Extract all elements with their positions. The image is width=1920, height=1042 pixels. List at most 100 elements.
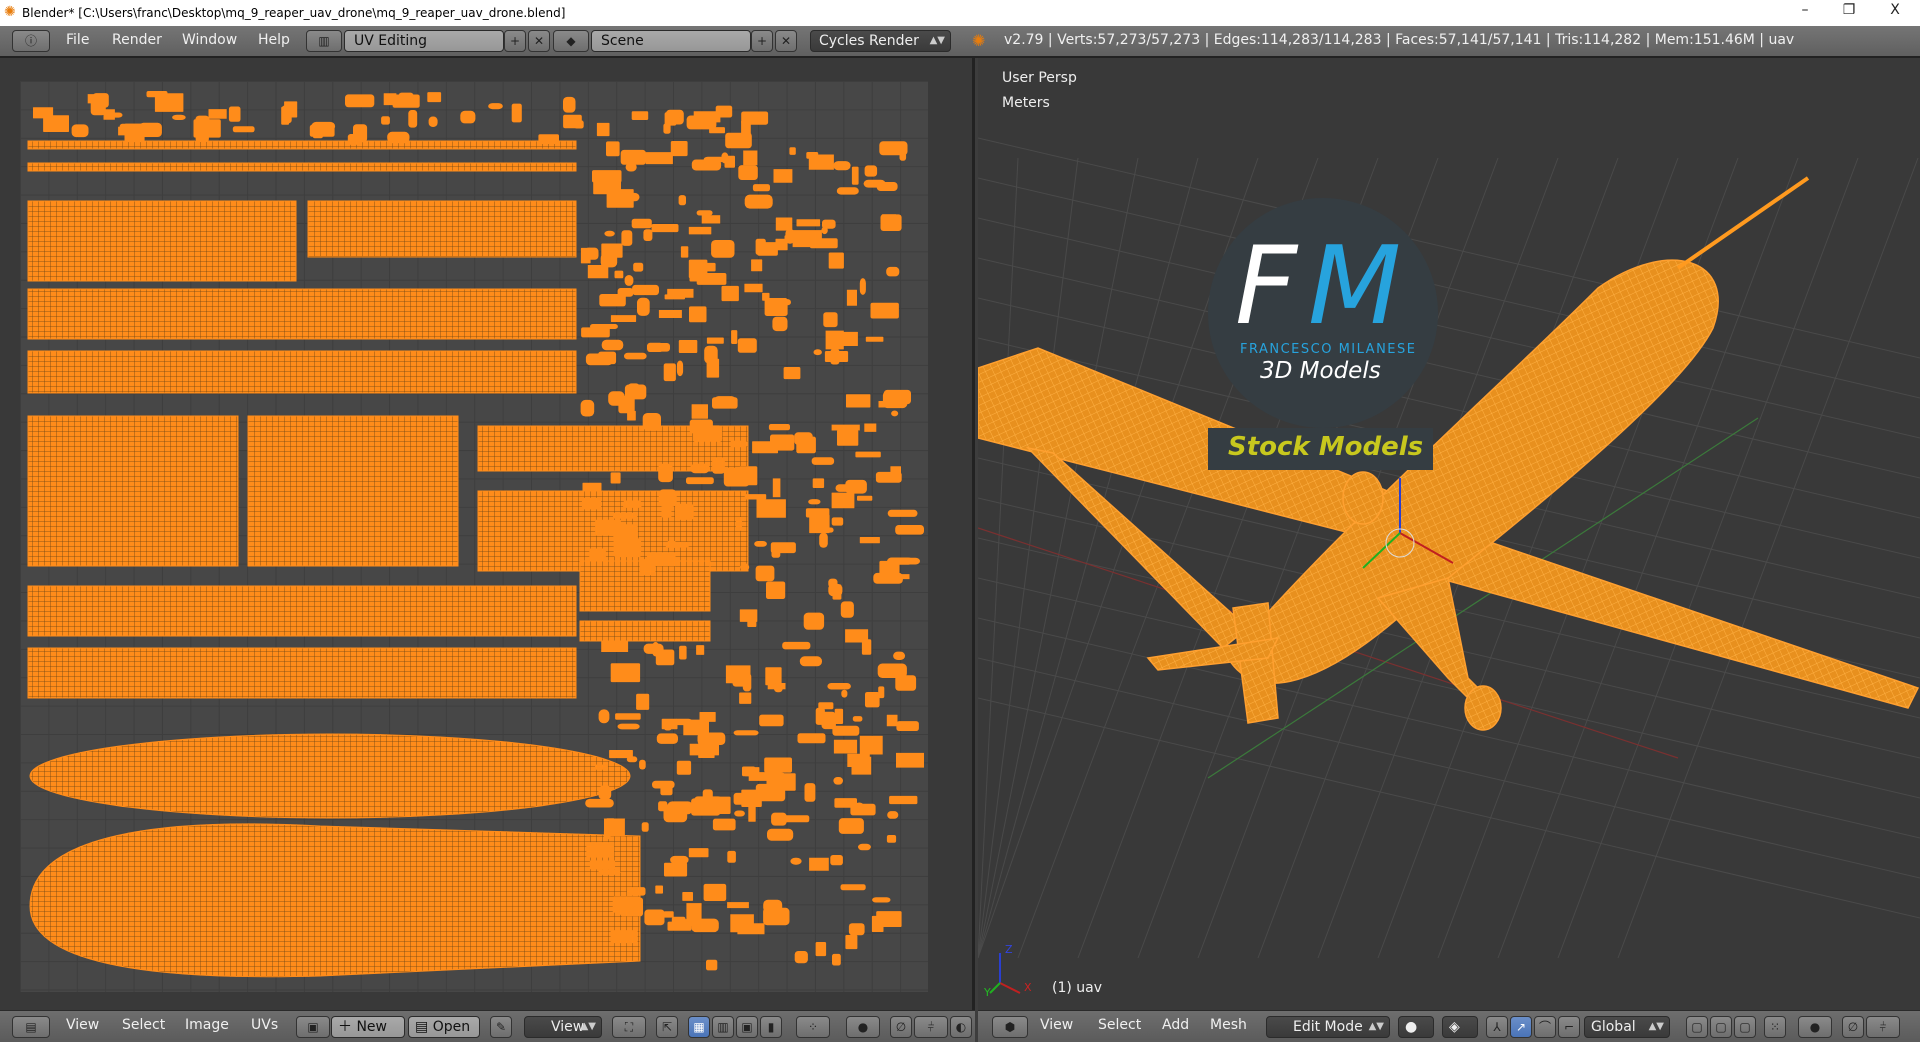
scale-manipulator-icon[interactable]: ⌐ <box>1558 1016 1580 1038</box>
uv-island <box>743 150 758 166</box>
layout-selector[interactable]: UV Editing <box>344 30 504 52</box>
uv-island <box>103 109 115 120</box>
view3d-menu-select[interactable]: Select <box>1098 1017 1142 1033</box>
orientation-dropdown[interactable]: Global▲▼ <box>1584 1016 1670 1038</box>
uv-island <box>27 200 297 282</box>
edge-select-icon[interactable]: ▥ <box>712 1016 734 1038</box>
pivot-dropdown[interactable]: ◈ <box>1442 1016 1478 1038</box>
rotate-manipulator-icon[interactable]: ⌒ <box>1534 1016 1556 1038</box>
uv-island <box>766 581 786 599</box>
uv-island <box>771 299 791 306</box>
face-select-icon[interactable]: ▢ <box>1734 1016 1756 1038</box>
uv-island <box>383 93 397 106</box>
uv-island <box>857 495 873 501</box>
editor-type-icon[interactable]: ▤ <box>12 1016 50 1038</box>
menu-window[interactable]: Window <box>182 32 238 48</box>
grid-line <box>978 297 1920 519</box>
snap-icon[interactable]: ∅ <box>890 1016 912 1038</box>
uv-island <box>808 499 821 505</box>
uv-island <box>889 795 918 805</box>
snap-element-icon[interactable]: ⫩ <box>914 1016 948 1038</box>
view3d-menu-add[interactable]: Add <box>1162 1017 1190 1033</box>
updown-icon: ▲▼ <box>929 35 945 46</box>
scene-icon[interactable]: ◆ <box>553 30 589 52</box>
uv-island <box>819 532 828 548</box>
uv-island <box>488 103 503 110</box>
uv-island <box>644 909 665 926</box>
view-mode-dropdown[interactable]: View▲▼ <box>524 1016 602 1038</box>
menu-file[interactable]: File <box>66 32 90 48</box>
translate-manipulator-icon[interactable]: ↗ <box>1510 1016 1532 1038</box>
view3d-menu-view[interactable]: View <box>1040 1017 1074 1033</box>
uv-island <box>831 424 860 431</box>
image-browse-icon[interactable]: ▣ <box>296 1016 330 1038</box>
snap-icon[interactable]: ∅ <box>1842 1016 1864 1038</box>
remove-layout-icon[interactable]: ✕ <box>528 30 550 52</box>
axis-y-label: Y <box>984 986 991 999</box>
uv-island <box>812 478 825 488</box>
uv-canvas[interactable] <box>20 81 928 992</box>
add-layout-icon[interactable]: + <box>504 30 526 52</box>
render-engine-dropdown[interactable]: Cycles Render▲▼ <box>810 30 951 52</box>
uv-island <box>689 419 713 434</box>
minimize-button[interactable]: – <box>1801 2 1809 18</box>
channel-icon[interactable]: ◐ <box>950 1016 972 1038</box>
vertex-select-icon[interactable]: ▢ <box>1686 1016 1708 1038</box>
menu-render[interactable]: Render <box>112 32 162 48</box>
info-editor-type-icon[interactable]: ⓘ <box>12 30 50 52</box>
uv-island <box>848 923 865 936</box>
manipulator-toggle-icon[interactable]: ⅄ <box>1486 1016 1508 1038</box>
pin-icon[interactable]: ✎ <box>490 1016 512 1038</box>
add-scene-icon[interactable]: + <box>751 30 773 52</box>
3d-viewport[interactable]: User Persp Meters F M FRANCESCO MILANESE… <box>978 58 1920 1010</box>
uv-menu-uvs[interactable]: UVs <box>251 1017 279 1033</box>
uv-island <box>859 278 866 295</box>
uv-island <box>27 585 577 637</box>
solid-shading-icon: ● <box>1405 1019 1418 1035</box>
uv-image-editor[interactable] <box>0 58 975 1010</box>
proportional-edit-icon[interactable]: ● <box>846 1016 880 1038</box>
shading-dropdown[interactable]: ● <box>1398 1016 1434 1038</box>
remove-scene-icon[interactable]: ✕ <box>775 30 797 52</box>
island-select-icon[interactable]: ▮ <box>760 1016 782 1038</box>
sync-selection-icon[interactable]: ⇱ <box>656 1016 678 1038</box>
occlude-geometry-icon[interactable]: ⁙ <box>1764 1016 1786 1038</box>
uv-island <box>877 663 907 678</box>
uv-island <box>837 430 859 446</box>
open-image-button[interactable]: ▤ Open <box>408 1016 480 1038</box>
uv-menu-view[interactable]: View <box>66 1017 100 1033</box>
layout-icon[interactable]: ▥ <box>306 30 342 52</box>
blender-logo-icon: ✺ <box>4 4 16 20</box>
uv-island <box>581 497 601 510</box>
proportional-edit-icon[interactable]: ● <box>1798 1016 1832 1038</box>
uv-island <box>675 503 694 520</box>
view3d-menu-mesh[interactable]: Mesh <box>1210 1017 1247 1033</box>
snap-element-icon[interactable]: ⫩ <box>1866 1016 1900 1038</box>
uv-island <box>823 312 838 328</box>
uv-island <box>830 855 843 866</box>
pivot-icon[interactable]: ⛶ <box>612 1016 646 1038</box>
new-image-button[interactable]: ＋ New <box>331 1016 405 1038</box>
mode-dropdown[interactable]: Edit Mode▲▼ <box>1266 1016 1390 1038</box>
uv-island <box>29 733 631 819</box>
face-select-icon[interactable]: ▣ <box>736 1016 758 1038</box>
vertex-select-icon[interactable]: ▦ <box>688 1016 710 1038</box>
uv-island <box>742 766 756 777</box>
close-button[interactable]: X <box>1890 2 1900 18</box>
editor-type-icon[interactable]: ⬢ <box>992 1016 1028 1038</box>
menu-help[interactable]: Help <box>258 32 290 48</box>
uv-island <box>598 709 610 724</box>
uv-menu-image[interactable]: Image <box>185 1017 229 1033</box>
uv-island <box>727 902 749 909</box>
uv-island <box>281 105 292 124</box>
edge-select-icon[interactable]: ▢ <box>1710 1016 1732 1038</box>
sticky-select-icon[interactable]: ⁘ <box>796 1016 830 1038</box>
restore-button[interactable]: ❐ <box>1842 2 1856 18</box>
uv-island <box>827 683 851 690</box>
uv-island <box>624 352 647 360</box>
axis-x-label: X <box>1024 981 1032 994</box>
logo-name: FRANCESCO MILANESE <box>1240 342 1417 357</box>
uv-island <box>762 292 770 301</box>
uv-menu-select[interactable]: Select <box>122 1017 166 1033</box>
scene-selector[interactable]: Scene <box>591 30 751 52</box>
